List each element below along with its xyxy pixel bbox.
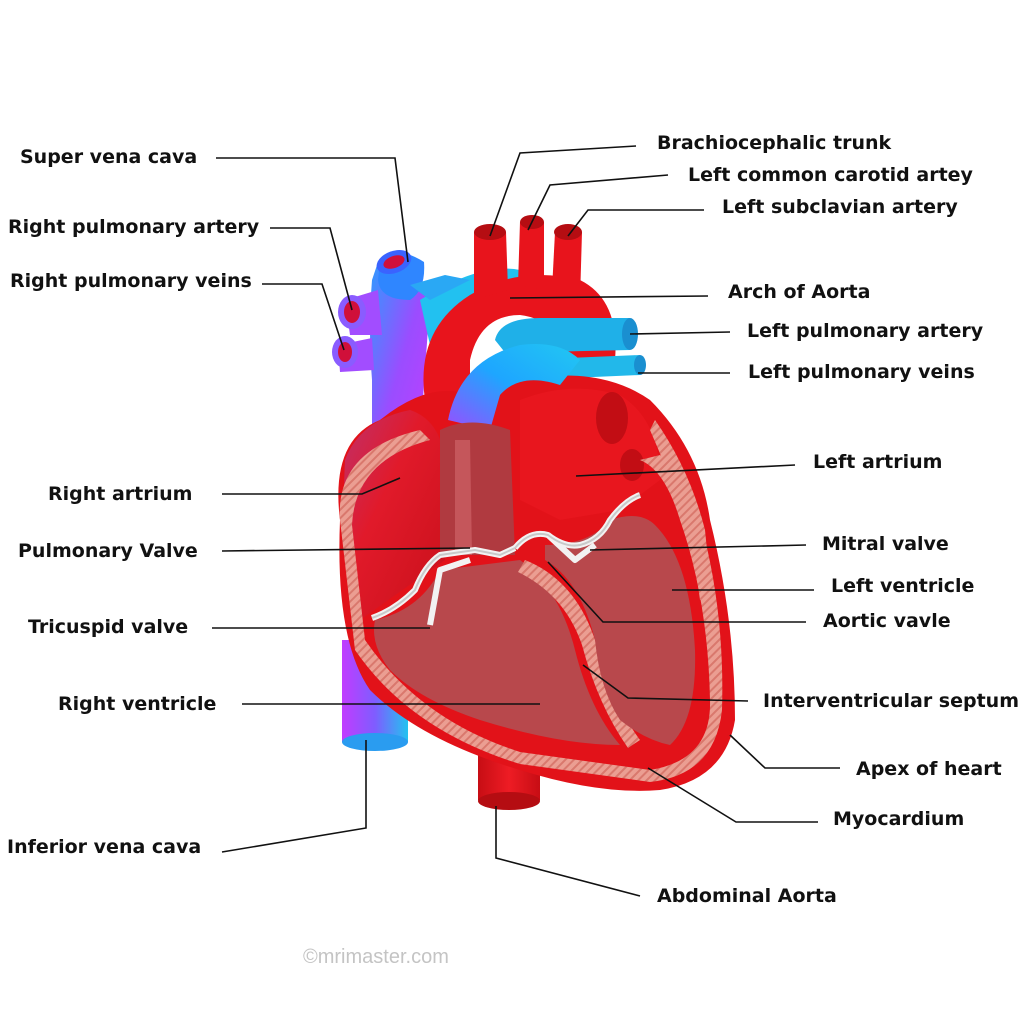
right-pulmonary-stumps: [332, 290, 382, 372]
label-tricuspid-valve: Tricuspid valve: [28, 616, 189, 638]
label-right-pulmonary-veins: Right pulmonary veins: [10, 270, 252, 292]
left-ventricle-chamber: [545, 516, 696, 745]
label-left-common-carotid: Left common carotid artey: [688, 164, 973, 186]
pulmonary-column: [440, 422, 515, 555]
label-mitral-valve: Mitral valve: [822, 533, 949, 555]
label-left-pulmonary-artery: Left pulmonary artery: [747, 320, 984, 342]
leader-myocardium: [647, 767, 818, 823]
leader-superior-vena-cava: [216, 157, 409, 263]
leader-left-subclavian: [567, 209, 704, 237]
label-aortic-valve: Aortic vavle: [823, 610, 951, 632]
leader-pulmonary-valve: [221, 547, 471, 552]
leader-arch-of-aorta: [509, 295, 709, 299]
leader-lines: [212, 145, 840, 897]
label-apex-of-heart: Apex of heart: [856, 758, 1002, 780]
pulmonary-trunk-sweep: [448, 344, 580, 430]
leader-inferior-vena-cava: [221, 740, 367, 853]
label-brachiocephalic-trunk: Brachiocephalic trunk: [657, 132, 892, 154]
leader-right-pulmonary-veins: [262, 283, 345, 351]
label-right-atrium: Right artrium: [48, 483, 193, 505]
leader-right-atrium: [222, 477, 401, 495]
label-left-atrium: Left artrium: [813, 451, 943, 473]
leader-aortic-valve: [547, 561, 806, 623]
watermark: ©mrimaster.com: [303, 946, 449, 968]
label-pulmonary-valve: Pulmonary Valve: [18, 540, 198, 562]
aortic-arch-vessel: [423, 215, 616, 400]
label-right-ventricle: Right ventricle: [58, 693, 217, 715]
label-interventricular-septum: Interventricular septum: [763, 690, 1020, 712]
label-right-pulmonary-artery: Right pulmonary artery: [8, 216, 260, 238]
label-arch-of-aorta: Arch of Aorta: [728, 281, 871, 303]
label-myocardium: Myocardium: [833, 808, 965, 830]
label-superior-vena-cava: Super vena cava: [20, 146, 198, 168]
leader-septum: [582, 664, 749, 702]
label-left-ventricle: Left ventricle: [831, 575, 975, 597]
myocardium-wall: [339, 420, 723, 782]
leader-brachiocephalic: [489, 145, 637, 237]
leader-left-common-carotid: [527, 174, 669, 231]
leader-right-pulmonary-artery: [270, 227, 353, 311]
leader-left-pulmonary-artery: [629, 331, 731, 335]
leader-apex: [729, 734, 840, 769]
leader-abdominal-aorta: [495, 806, 641, 897]
label-abdominal-aorta: Abdominal Aorta: [657, 885, 837, 907]
label-left-subclavian: Left subclavian artery: [722, 196, 958, 218]
leader-left-atrium: [575, 464, 796, 477]
label-left-pulmonary-veins: Left pulmonary veins: [748, 361, 975, 383]
label-inferior-vena-cava: Inferior vena cava: [7, 836, 202, 858]
valve-shading: [371, 494, 641, 619]
leader-mitral-valve: [589, 544, 807, 551]
septum-band: [518, 560, 640, 748]
